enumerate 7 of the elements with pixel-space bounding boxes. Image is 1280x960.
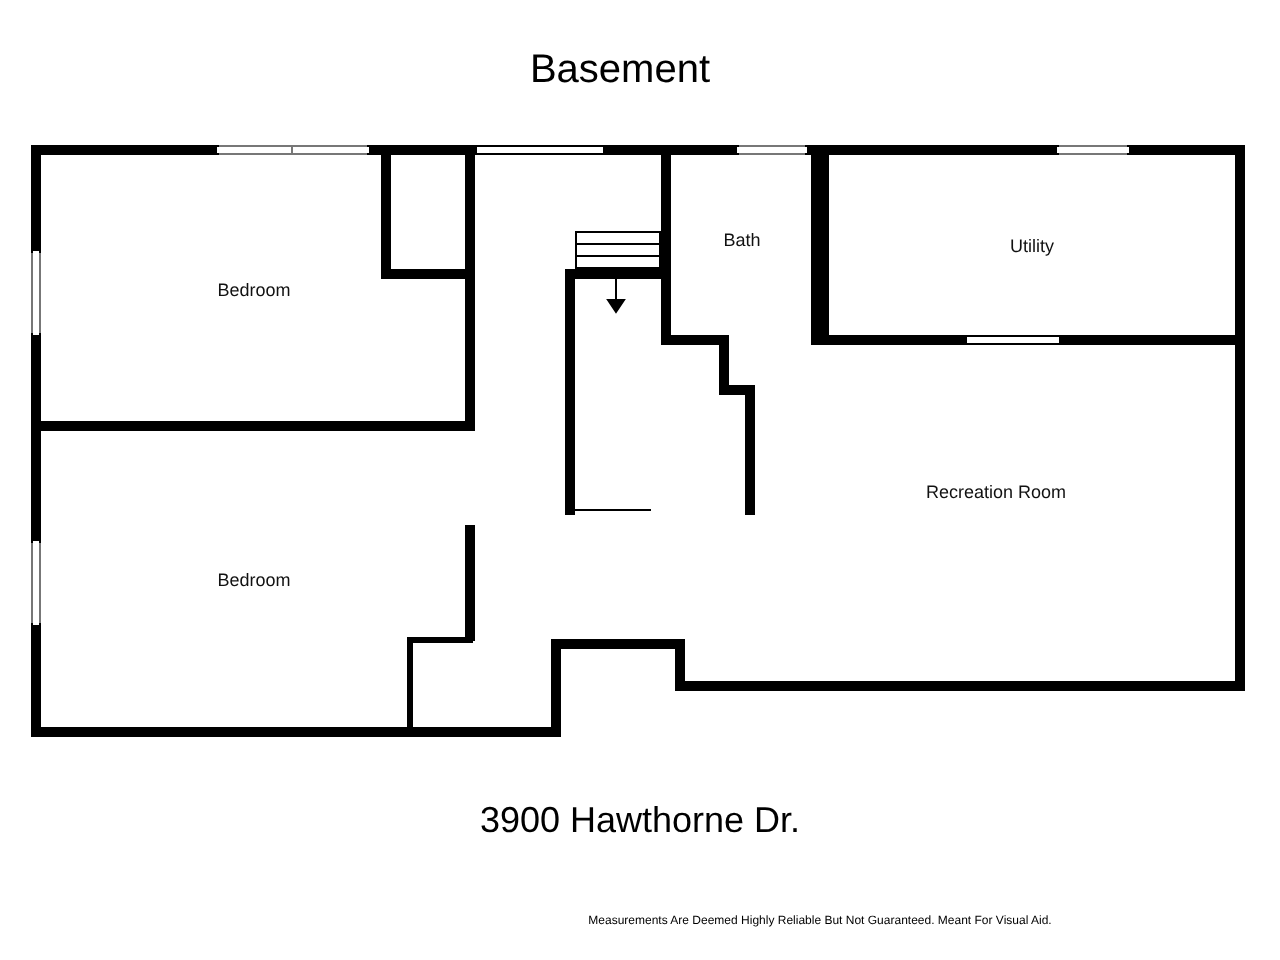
room-label: Recreation Room [925, 482, 1067, 502]
address-text: 3900 Hawthorne Dr. [477, 800, 803, 842]
room-label: Bath [723, 230, 761, 250]
floor-title: Basement [527, 48, 713, 94]
room-label: Bedroom [217, 280, 291, 300]
room-label: Utility [1010, 236, 1054, 256]
room-label: Bedroom [217, 570, 291, 590]
